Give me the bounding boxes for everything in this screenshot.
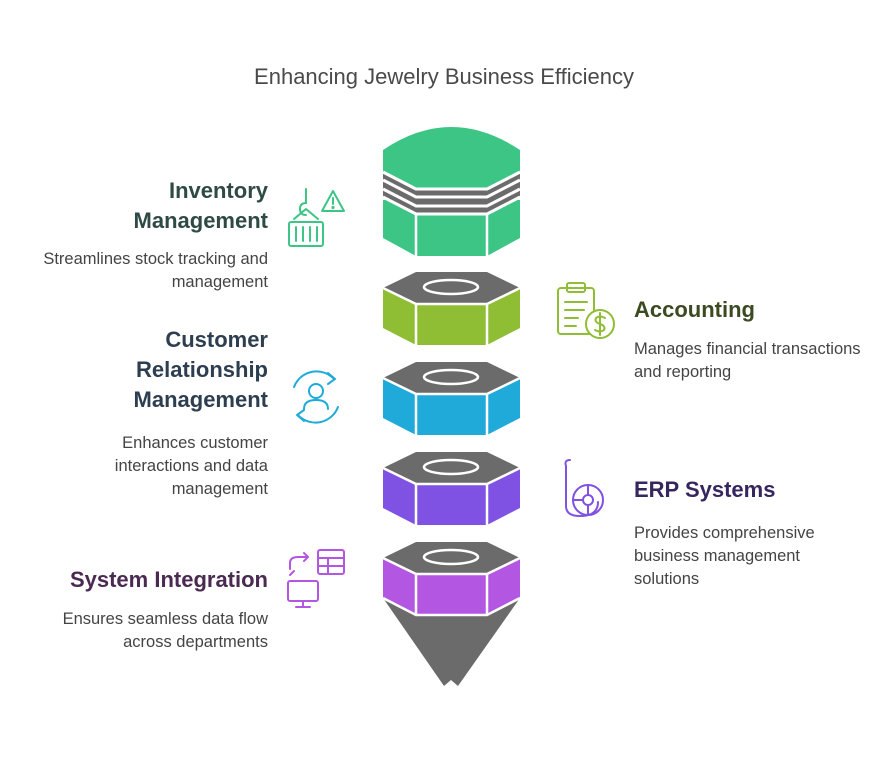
crane-warning-icon	[288, 188, 345, 247]
erp-icon	[564, 459, 604, 517]
segment-bottom-cone	[382, 596, 521, 686]
user-refresh-icon	[293, 370, 339, 424]
inventory-description: Streamlines stock tracking and managemen…	[43, 250, 268, 291]
segment-crm	[382, 362, 521, 435]
erp-heading: ERP Systems	[634, 477, 776, 502]
segment-inventory	[382, 127, 521, 256]
crm-heading: Customer Relationship Management	[133, 327, 268, 412]
erp-description: Provides comprehensive business manageme…	[634, 524, 815, 588]
integration-description: Ensures seamless data flow across depart…	[62, 610, 268, 651]
clipboard-dollar-icon	[557, 282, 615, 339]
integration-icon	[287, 549, 345, 608]
integration-heading: System Integration	[69, 567, 268, 592]
accounting-heading: Accounting	[634, 297, 755, 322]
accounting-description: Manages financial transactions and repor…	[634, 340, 861, 381]
crm-description: Enhances customer interactions and data …	[114, 434, 268, 498]
segment-accounting	[382, 272, 521, 345]
page-title: Enhancing Jewelry Business Efficiency	[254, 64, 634, 89]
segment-erp	[382, 452, 521, 525]
segment-integration	[382, 542, 521, 615]
inventory-heading: Inventory Management	[133, 178, 268, 233]
